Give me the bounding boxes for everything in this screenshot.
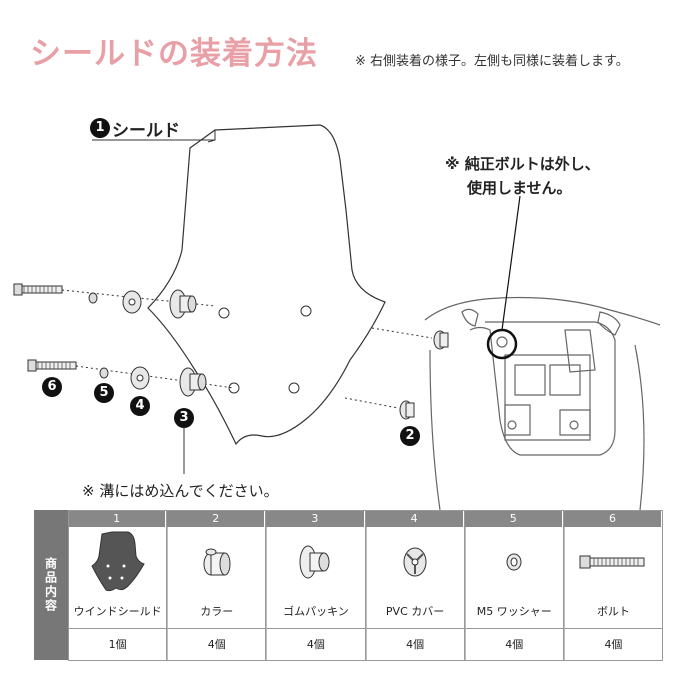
page-subtitle: ※ 右側装着の様子。左側も同様に装着します。 xyxy=(355,54,629,69)
installation-diagram xyxy=(13,124,661,510)
part-quantity: 4個 xyxy=(365,628,464,660)
upper-collar-icon xyxy=(433,330,449,350)
part-image xyxy=(266,527,364,596)
part-quantity: 4個 xyxy=(464,628,563,660)
part-number: 1 xyxy=(68,510,167,527)
part-number: 5 xyxy=(464,510,563,527)
windshield-outline xyxy=(147,124,386,446)
part-image xyxy=(563,527,662,596)
part-number: 4 xyxy=(365,510,464,527)
part-quantity: 4個 xyxy=(266,628,365,660)
part-name: M5 ワッシャー xyxy=(464,596,563,628)
stock-bolt-note: ※ 純正ボルトは外し、 使用しません。 xyxy=(445,152,600,200)
stock-bolt-highlight xyxy=(486,328,518,360)
part-number: 2 xyxy=(167,510,266,527)
badge-3: 3 xyxy=(174,408,194,428)
lower-collar-icon xyxy=(399,400,415,420)
part-name: PVC カバー xyxy=(365,596,464,628)
groove-note: ※ 溝にはめ込んでください。 xyxy=(82,482,279,500)
shield-hole-2 xyxy=(300,305,312,317)
parts-column-6: 6 ボルト 4個 xyxy=(563,510,663,660)
part-image xyxy=(167,527,265,596)
shield-icon xyxy=(90,531,145,591)
badge-2: 2 xyxy=(400,426,420,446)
lower-washer-icon xyxy=(99,367,109,379)
upper-pvc-cover-icon xyxy=(122,290,142,314)
badge-1: 1 xyxy=(90,118,110,138)
parts-column-3: 3 ゴムパッキン 4個 xyxy=(266,510,366,660)
parts-column-1: 1 ウインドシールド 1個 xyxy=(68,510,168,660)
stock-bolt-note-line1: ※ 純正ボルトは外し、 xyxy=(445,155,600,173)
lower-pvc-cover-icon xyxy=(130,366,150,390)
part-quantity: 4個 xyxy=(563,628,663,660)
part-name: ボルト xyxy=(563,596,662,628)
bolt-icon xyxy=(579,555,645,568)
motorcycle-front xyxy=(424,296,661,510)
part-number: 3 xyxy=(266,510,365,527)
part-image xyxy=(68,527,166,596)
parts-table-side-header: 商品内容 xyxy=(34,510,68,660)
parts-column-2: 2 カラー 4個 xyxy=(167,510,267,660)
upper-washer-icon xyxy=(88,292,98,304)
parts-table: 商品内容 1 ウインドシールド 1個 2 xyxy=(34,510,663,661)
stock-bolt-note-line2: 使用しません。 xyxy=(467,179,572,197)
part-image xyxy=(464,527,563,596)
upper-bolt-icon xyxy=(13,283,63,296)
parts-column-5: 5 M5 ワッシャー 4個 xyxy=(464,510,564,660)
part-name: カラー xyxy=(167,596,265,628)
badge-5: 5 xyxy=(94,383,114,403)
collar-icon xyxy=(203,548,231,575)
washer-icon xyxy=(506,553,522,570)
shield-hole-4 xyxy=(288,382,300,394)
upper-rubber-packing-icon xyxy=(169,289,197,319)
shield-label: シールド xyxy=(112,121,180,141)
rubber-packing-icon xyxy=(299,545,330,578)
page-title: シールドの装着方法 xyxy=(30,36,318,72)
badge-4: 4 xyxy=(130,396,150,416)
shield-hole-1 xyxy=(218,307,230,319)
shield-hole-3 xyxy=(228,382,240,394)
part-name: ゴムパッキン xyxy=(266,596,364,628)
part-quantity: 4個 xyxy=(167,628,266,660)
parts-column-4: 4 PVC カバー 4個 xyxy=(365,510,465,660)
badge-6: 6 xyxy=(42,377,62,397)
part-number: 6 xyxy=(563,510,663,527)
part-quantity: 1個 xyxy=(68,628,167,660)
part-name: ウインドシールド xyxy=(68,596,166,628)
pvc-cover-icon xyxy=(403,547,427,576)
part-image xyxy=(365,527,464,596)
lower-bolt-icon xyxy=(27,359,77,372)
lower-rubber-packing-icon xyxy=(179,367,207,397)
